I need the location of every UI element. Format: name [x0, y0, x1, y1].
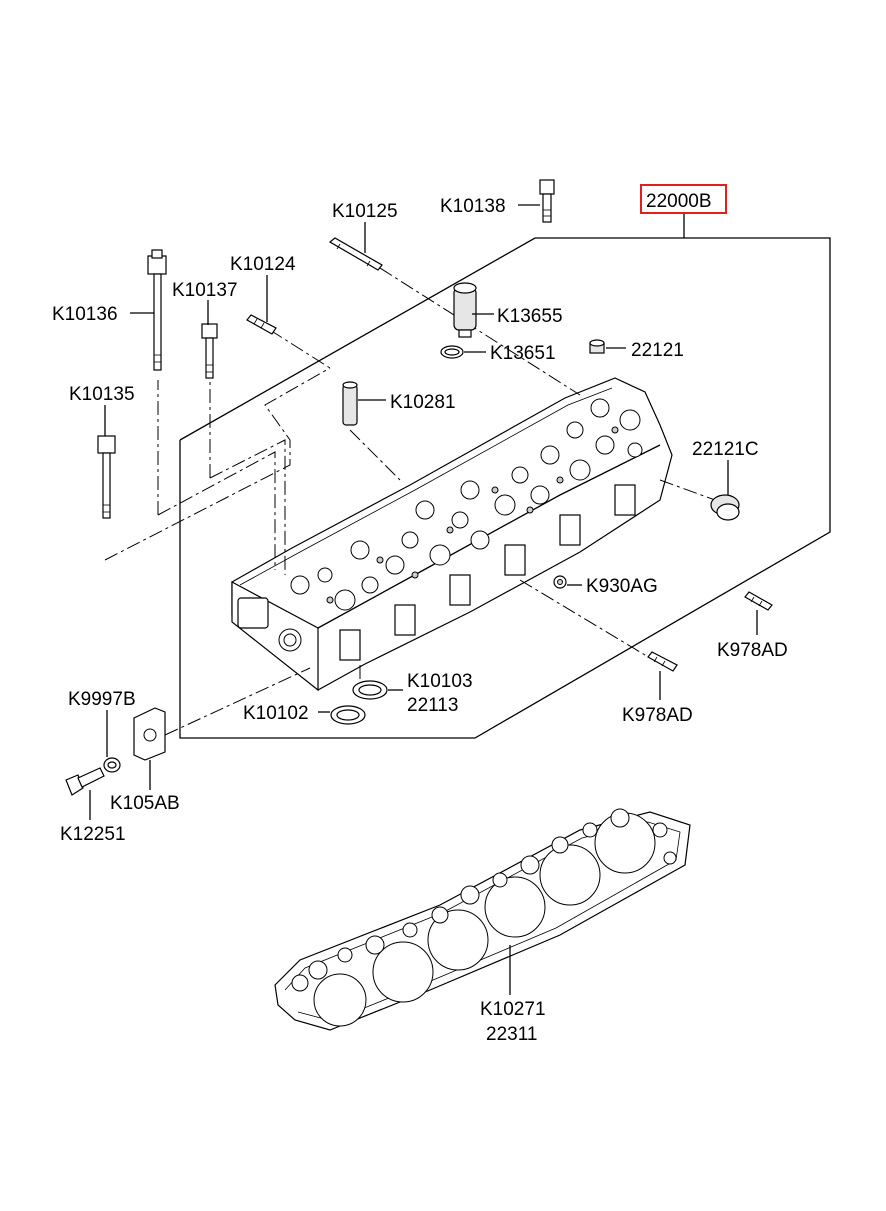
- assembly-frame: [179, 212, 831, 739]
- label-k930ag[interactable]: K930AG: [586, 576, 658, 597]
- plug-22121: [589, 339, 605, 354]
- seal-ring-k10103: [352, 680, 388, 700]
- bolt-k10137: [201, 323, 218, 379]
- stud-k10125: [328, 237, 383, 271]
- part-labels: 22000B K10138 K10125 K10124 K10137 K1013…: [52, 191, 788, 1045]
- label-k10271[interactable]: K10271: [480, 999, 546, 1020]
- label-assembly[interactable]: 22000B: [646, 191, 712, 212]
- assembly-highlight-box: [640, 184, 727, 214]
- label-k105ab[interactable]: K105AB: [110, 793, 180, 814]
- label-k13655[interactable]: K13655: [497, 306, 563, 327]
- label-k10135[interactable]: K10135: [69, 384, 135, 405]
- washer-k9997b: [103, 757, 121, 773]
- plug-22121c: [710, 494, 740, 521]
- nozzle-sleeve-k13655: [453, 282, 477, 338]
- label-k10138[interactable]: K10138: [440, 196, 506, 217]
- label-22121c[interactable]: 22121C: [692, 439, 759, 460]
- label-k12251[interactable]: K12251: [60, 824, 126, 845]
- cylinder-head: [231, 377, 673, 692]
- stud-k978ad-right: [744, 591, 773, 611]
- label-22311[interactable]: 22311: [486, 1024, 537, 1045]
- label-k10124[interactable]: K10124: [230, 254, 296, 275]
- seal-ring-k10102: [330, 705, 366, 725]
- label-k10281[interactable]: K10281: [390, 392, 456, 413]
- head-gasket: [274, 808, 691, 1031]
- label-k10137[interactable]: K10137: [172, 280, 238, 301]
- bolt-k10135: [97, 435, 116, 519]
- label-k10136[interactable]: K10136: [52, 304, 118, 325]
- label-k13651[interactable]: K13651: [490, 343, 556, 364]
- label-k978ad-right[interactable]: K978AD: [717, 640, 788, 661]
- o-ring-k13651: [440, 345, 464, 359]
- label-k10102[interactable]: K10102: [243, 703, 309, 724]
- bolt-k10136: [147, 249, 167, 371]
- assembly-lines: [104, 267, 716, 736]
- label-k978ad-lower[interactable]: K978AD: [622, 705, 693, 726]
- label-k9997b[interactable]: K9997B: [68, 689, 136, 710]
- stud-k978ad-lower: [647, 651, 678, 672]
- plug-k930ag: [553, 575, 567, 589]
- label-k10103[interactable]: K10103: [407, 671, 473, 692]
- bolt-k12251: [65, 767, 105, 796]
- leader-lines: [89, 204, 758, 995]
- guide-k10281: [342, 381, 358, 426]
- label-22121[interactable]: 22121: [631, 340, 684, 361]
- bolt-k10138: [539, 179, 555, 223]
- stud-k10124: [246, 314, 277, 335]
- label-k10125[interactable]: K10125: [332, 201, 398, 222]
- bracket-k105ab: [133, 707, 166, 761]
- side-ports: [339, 484, 636, 661]
- label-22113[interactable]: 22113: [407, 695, 458, 716]
- top-deck-holes: [290, 398, 643, 611]
